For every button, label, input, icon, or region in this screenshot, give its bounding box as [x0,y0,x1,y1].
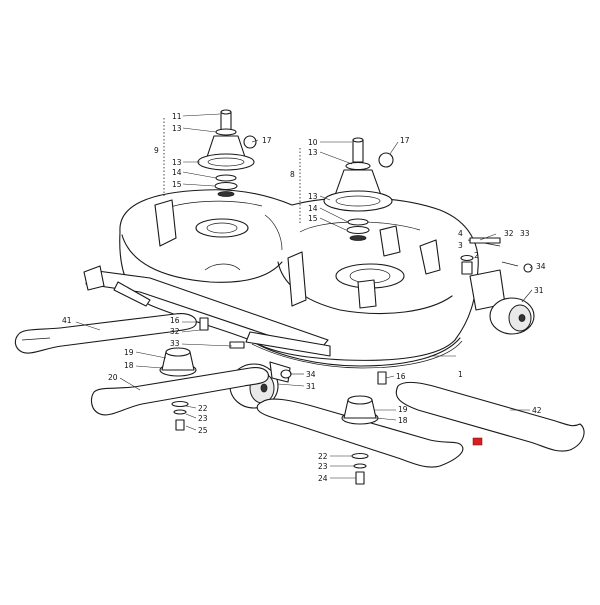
callout-23: 23 [318,462,328,471]
callout-41: 41 [62,316,72,325]
callout-22: 22 [198,404,208,413]
blade-42 [395,381,585,452]
callout-4: 4 [458,229,463,238]
callout-16: 16 [170,316,180,325]
callout-9: 9 [154,146,159,155]
callout-14: 14 [308,204,318,213]
callout-33: 33 [170,339,180,348]
callout-13: 13 [172,124,182,133]
blade-41 [14,313,197,354]
rear-wheel-assembly [460,239,535,335]
callout-labels: 11 13 9 17 13 14 15 10 13 8 17 13 14 15 … [62,112,546,483]
callout-8: 8 [290,170,295,179]
callout-15: 15 [308,214,318,223]
callout-31: 31 [306,382,316,391]
callout-17: 17 [262,136,272,145]
callout-42: 42 [532,406,542,415]
callout-23: 23 [198,414,208,423]
highlight-marker [472,437,483,446]
right-spindle-assembly [299,137,394,241]
callout-33: 33 [520,229,530,238]
callout-32: 32 [504,229,514,238]
left-blade-hub [159,347,197,431]
callout-11: 11 [172,112,182,121]
callout-13: 13 [172,158,182,167]
mower-deck [119,189,479,369]
callout-1: 1 [458,370,463,379]
callout-34: 34 [536,262,546,271]
callout-34: 34 [306,370,316,379]
callout-19: 19 [124,348,134,357]
callout-13: 13 [308,192,318,201]
callout-19: 19 [398,405,408,414]
callout-17: 17 [400,136,410,145]
leader-lines [75,113,533,479]
bolts [199,237,501,385]
callout-18: 18 [124,361,134,370]
front-bracket [83,265,331,357]
callout-16: 16 [396,372,406,381]
blade-20 [90,367,269,416]
callout-22: 22 [318,452,328,461]
right-blade-hub [341,395,379,485]
callout-14: 14 [172,168,182,177]
callout-31: 31 [534,286,544,295]
callout-13: 13 [308,148,318,157]
callout-15: 15 [172,180,182,189]
callout-25: 25 [198,426,208,435]
callout-3: 3 [458,241,463,250]
callout-20: 20 [108,373,118,382]
callout-10: 10 [308,138,318,147]
callout-24: 24 [318,474,328,483]
callout-2: 2 [474,251,479,260]
callout-32: 32 [170,327,180,336]
callout-18: 18 [398,416,408,425]
